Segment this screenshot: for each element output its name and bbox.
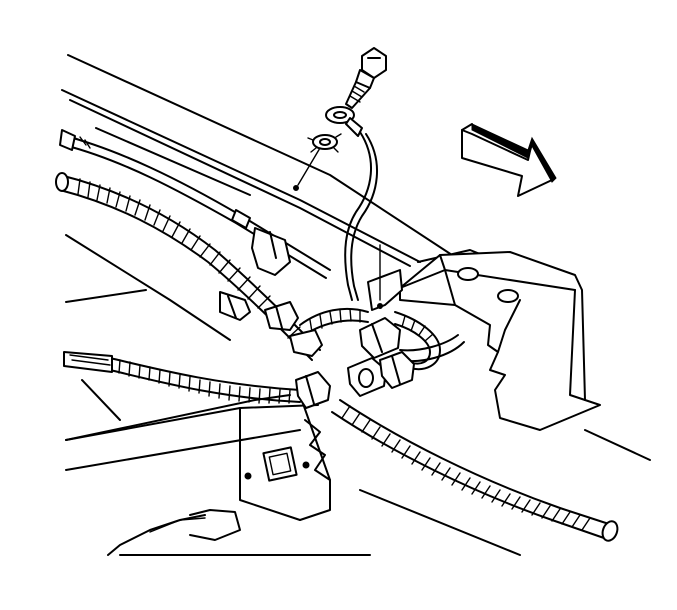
conduit-ribs-right [341,405,591,531]
direction-arrow [461,123,557,197]
ring-terminal [325,106,363,137]
stud-hole [377,303,383,309]
wiring-harness [55,129,619,542]
bolt-leader-line [297,147,321,186]
cable-connector [231,209,251,229]
cutout-edge [189,509,241,541]
clip-mid [264,301,299,331]
harness-connector [251,227,291,276]
clip-left [219,291,251,321]
lower-panel [65,404,331,541]
mounting-bracket [367,244,601,431]
clip-center [347,357,387,397]
clip-upper [359,317,401,359]
square-hole [262,446,298,482]
harness-clips [264,301,415,409]
ground-strap [344,131,378,301]
rivet-left [244,472,252,480]
conduit-ribs-lower [118,359,291,404]
bolt-hole [293,185,299,191]
bracket-hole-left [457,267,479,281]
rivet-right [302,461,310,469]
bracket-hole-right [497,289,519,303]
clip-lower-left [295,371,331,409]
clip-mid-lower [289,329,323,357]
ground-bolt [345,47,387,109]
lock-washer [307,133,342,153]
